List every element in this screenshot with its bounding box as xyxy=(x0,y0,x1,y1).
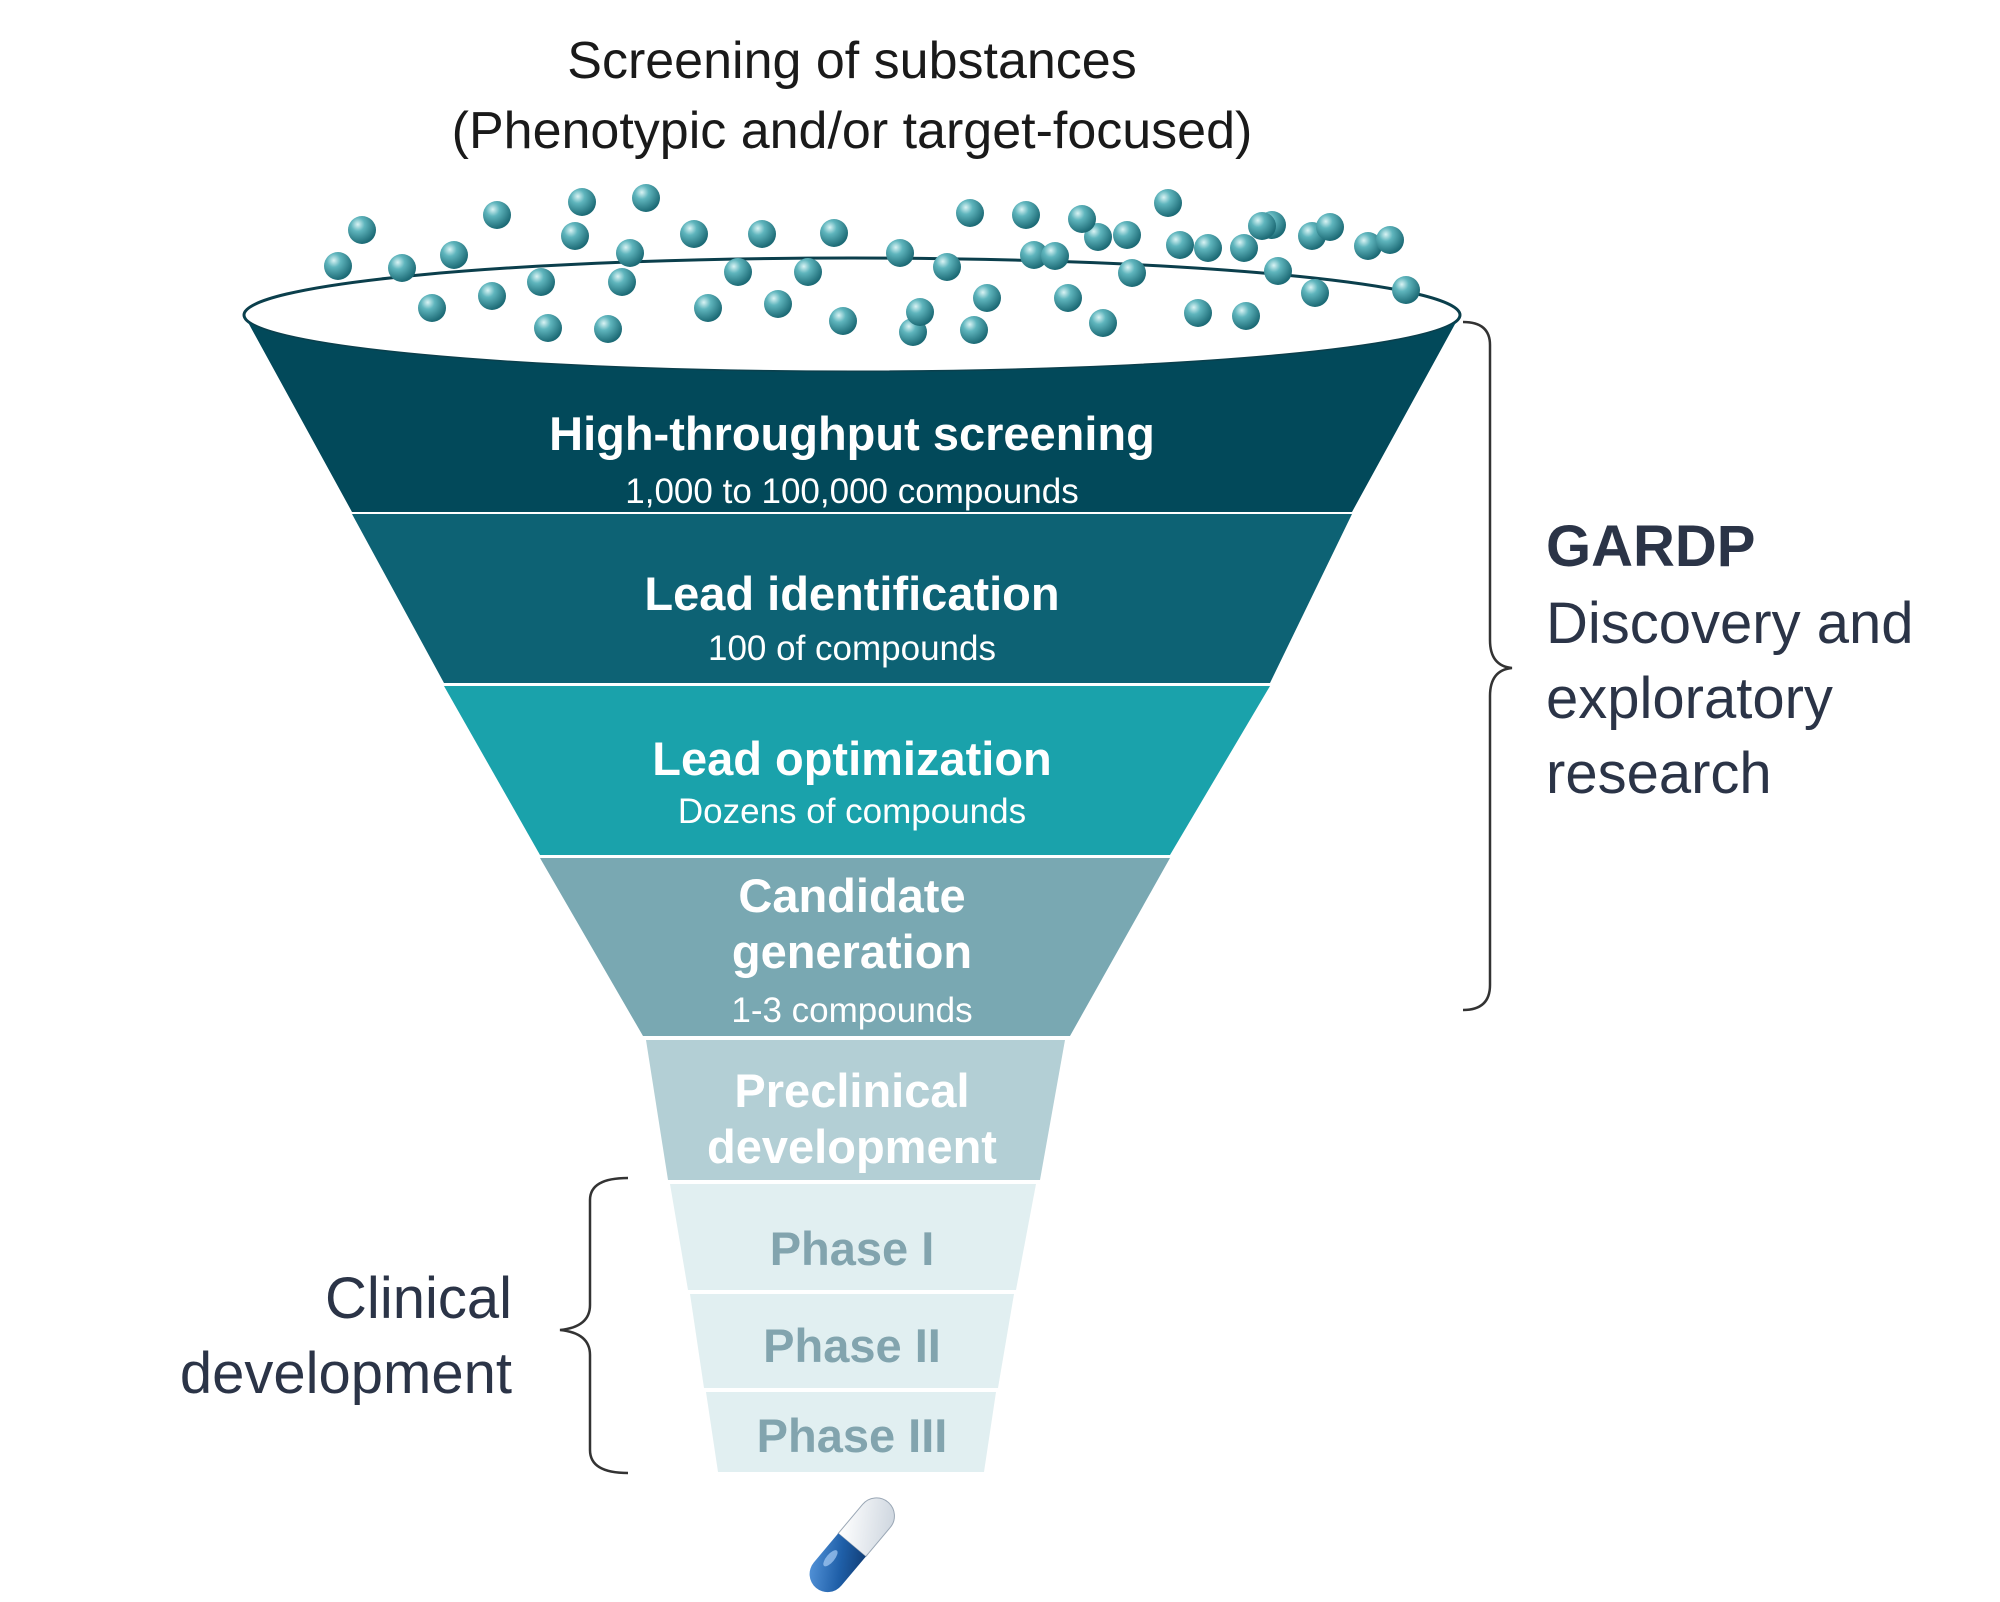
compound-sphere xyxy=(1084,223,1112,251)
stage-band-lead-identification xyxy=(352,514,1352,683)
compound-sphere xyxy=(1232,302,1260,330)
clinical-label-line-1: Clinical xyxy=(325,1266,512,1331)
compound-sphere xyxy=(694,294,722,322)
clinical-label-line-2: development xyxy=(180,1341,512,1406)
stage-subtitle-lead-optimization: Dozens of compounds xyxy=(678,792,1026,831)
compound-sphere xyxy=(1316,213,1344,241)
stage-title-phase-1: Phase I xyxy=(770,1222,935,1275)
compound-sphere xyxy=(1264,257,1292,285)
stage-subtitle-candidate-generation: 1-3 compounds xyxy=(731,991,972,1030)
compound-sphere xyxy=(764,290,792,318)
compound-sphere xyxy=(483,201,511,229)
compound-sphere xyxy=(1154,189,1182,217)
compound-sphere xyxy=(534,314,562,342)
compound-sphere xyxy=(527,268,555,296)
compound-sphere xyxy=(1054,284,1082,312)
compound-sphere xyxy=(829,307,857,335)
compound-sphere xyxy=(1194,234,1222,262)
compound-sphere xyxy=(1354,232,1382,260)
compound-sphere xyxy=(608,268,636,296)
compound-sphere xyxy=(1089,309,1117,337)
compound-sphere xyxy=(324,252,352,280)
compound-sphere xyxy=(568,188,596,216)
compound-sphere xyxy=(440,241,468,269)
stage-title-hts: High-throughput screening xyxy=(549,407,1155,460)
compound-sphere xyxy=(1118,259,1146,287)
compound-sphere xyxy=(820,219,848,247)
discovery-label-line-1: Discovery and xyxy=(1546,591,1913,656)
pill-icon xyxy=(809,1497,895,1593)
gardp-label: GARDP xyxy=(1546,514,1755,579)
stage-title-candidate-line-1: Candidate xyxy=(738,869,965,922)
compound-sphere xyxy=(1184,299,1212,327)
stage-title-candidate-line-2: generation xyxy=(732,925,972,978)
compound-sphere xyxy=(960,316,988,344)
stage-title-lead-optimization: Lead optimization xyxy=(652,732,1052,785)
stage-band-hts xyxy=(244,315,1460,512)
discovery-bracket xyxy=(1462,320,1513,1012)
compound-sphere xyxy=(348,216,376,244)
clinical-bracket xyxy=(559,1176,629,1475)
stage-title-phase-2: Phase II xyxy=(763,1319,941,1372)
stage-subtitle-hts: 1,000 to 100,000 compounds xyxy=(625,472,1078,511)
stage-band-lead-optimization xyxy=(444,686,1270,855)
compound-sphere xyxy=(906,298,934,326)
compound-sphere xyxy=(724,258,752,286)
compound-sphere xyxy=(794,258,822,286)
discovery-label-line-2: exploratory xyxy=(1546,666,1833,731)
stage-band-phase-1 xyxy=(670,1184,1036,1290)
stage-title-preclinical-line-1: Preclinical xyxy=(734,1064,969,1117)
stage-band-phase-2 xyxy=(690,1294,1014,1388)
compound-sphere xyxy=(632,184,660,212)
compound-sphere xyxy=(1166,231,1194,259)
compound-sphere xyxy=(1020,241,1048,269)
compound-sphere xyxy=(748,220,776,248)
stage-band-preclinical-development xyxy=(646,1040,1065,1180)
stage-title-lead-identification: Lead identification xyxy=(644,567,1059,620)
compound-sphere xyxy=(616,239,644,267)
compound-sphere xyxy=(594,315,622,343)
stage-subtitle-lead-identification: 100 of compounds xyxy=(708,629,996,668)
compound-sphere xyxy=(1113,221,1141,249)
compound-sphere xyxy=(1392,276,1420,304)
funnel-stages: High-throughput screening 1,000 to 100,0… xyxy=(244,315,1460,1472)
discovery-label-line-3: research xyxy=(1546,741,1772,806)
compound-sphere xyxy=(388,254,416,282)
compound-sphere xyxy=(680,220,708,248)
compound-sphere xyxy=(1376,226,1404,254)
compound-sphere xyxy=(973,284,1001,312)
compound-sphere xyxy=(1041,242,1069,270)
stage-band-candidate-generation xyxy=(540,858,1170,1036)
stage-title-preclinical-line-2: development xyxy=(707,1120,997,1173)
stage-band-phase-3 xyxy=(706,1392,996,1472)
compound-sphere xyxy=(956,199,984,227)
title-line-2: (Phenotypic and/or target-focused) xyxy=(452,102,1253,160)
compound-sphere xyxy=(1012,201,1040,229)
compound-sphere xyxy=(933,253,961,281)
stage-title-phase-3: Phase III xyxy=(757,1409,948,1462)
compound-spheres xyxy=(324,184,1420,346)
compound-sphere xyxy=(1068,205,1096,233)
compound-sphere xyxy=(1248,212,1276,240)
compound-sphere xyxy=(886,239,914,267)
compound-sphere xyxy=(1230,234,1258,262)
compound-sphere xyxy=(1301,279,1329,307)
compound-sphere xyxy=(418,294,446,322)
compound-sphere xyxy=(561,222,589,250)
compound-sphere xyxy=(478,282,506,310)
title-line-1: Screening of substances xyxy=(567,32,1136,90)
